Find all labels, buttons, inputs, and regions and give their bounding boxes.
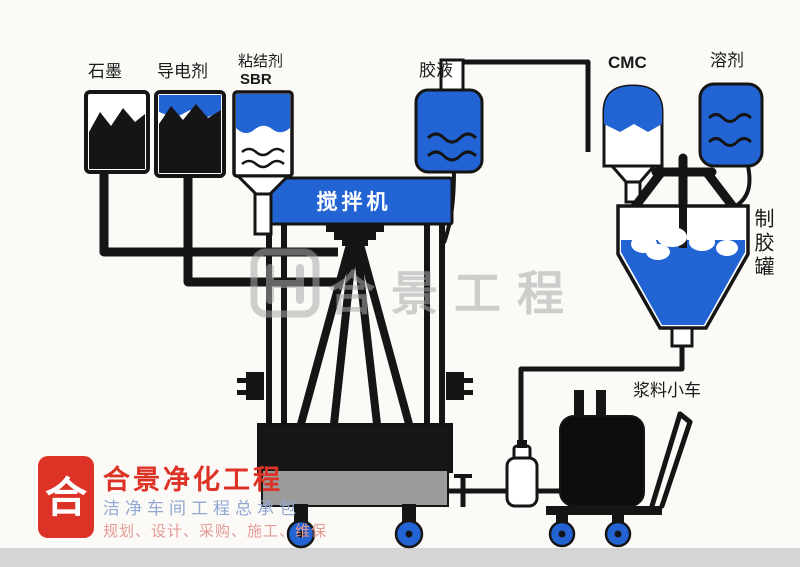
tank-solvent (698, 82, 764, 168)
brand-services: 规划、设计、采购、施工、维保 (103, 523, 327, 540)
brand-logo-glyph: 合 (45, 474, 87, 521)
label-conductive-agent: 导电剂 (157, 62, 208, 81)
labels: 石墨 导电剂 粘结剂 SBR 胶液 CMC 溶剂 搅拌机 制胶罐 浆料小车 (88, 51, 774, 400)
label-glue-liquid: 胶液 (419, 61, 453, 80)
mixer-side-flange-left (237, 372, 264, 400)
brand-company-name: 合景净化工程 (103, 464, 283, 495)
solvent-wave-1 (707, 113, 753, 123)
brand-logo-square (38, 456, 94, 538)
label-slurry-cart: 浆料小车 (633, 381, 701, 400)
pump-body (505, 456, 539, 508)
pipe-gluetank-to-pump (518, 344, 685, 455)
hopper-cmc (602, 84, 664, 204)
label-glue-tank: 制胶罐 (751, 208, 774, 280)
cart-port-right (596, 390, 606, 420)
mixer-side-flange-right (446, 372, 473, 400)
mixer-flange-3 (342, 240, 368, 246)
cart-tank (559, 415, 645, 507)
mixer-base-lower (261, 469, 449, 507)
binder-wave-1 (241, 147, 285, 157)
tank-glue-liquid (414, 58, 484, 174)
hopper-conductive-agent (154, 90, 226, 178)
brand-subtitle: 洁净车间工程总承包 (103, 499, 301, 518)
watermark-text: 合景工程 (328, 267, 580, 320)
slurry-cart (546, 390, 693, 548)
watermark: 合景工程 (250, 248, 580, 320)
solvent-body (698, 82, 764, 168)
label-binder-sbr: SBR (240, 71, 272, 88)
pipe-top-transfer (452, 59, 591, 152)
transfer-pump (505, 440, 539, 508)
cmc-liquid (604, 86, 662, 132)
footer-brand: 合 合景净化工程 洁净车间工程总承包 规划、设计、采购、施工、维保 (38, 456, 327, 540)
mixer-flange-2 (334, 232, 376, 240)
gluetank-outlet-nub (670, 326, 694, 348)
label-graphite: 石墨 (88, 62, 122, 81)
mixer-base-upper (257, 423, 453, 473)
watermark-logo-glyph (266, 264, 304, 304)
mixer-wheel-right-hub (405, 530, 413, 538)
solvent-wave-2 (707, 137, 753, 147)
mixer-wheel-left-hub (297, 530, 305, 538)
mixer-unit (237, 176, 473, 549)
label-solvent: 溶剂 (710, 51, 744, 70)
cart-wheel-right-hub (614, 530, 622, 538)
mixer-column-right-inner (424, 224, 430, 424)
watermark-logo-frame (250, 248, 320, 318)
discharge-valve (454, 474, 472, 507)
hopper-binder-sbr (232, 90, 294, 236)
cart-platform (546, 506, 662, 515)
mixer-flange-1 (326, 224, 384, 232)
label-cmc: CMC (608, 53, 647, 72)
label-binder: 粘结剂 (238, 53, 283, 70)
mixer-wheel-post-left (294, 504, 308, 522)
gluetank-material-chunks (631, 227, 738, 260)
conductive-material (159, 104, 221, 173)
cart-wheel-left-hub (558, 530, 566, 538)
gluetank-frame (629, 153, 739, 215)
mixer-shafts (297, 244, 413, 428)
mixer-wheel-post-right (402, 504, 416, 522)
mixer-column-right-outer (439, 224, 445, 424)
mixer-column-left-inner (281, 224, 287, 424)
hopper-graphite (84, 90, 150, 174)
mixer-column-left-outer (266, 224, 272, 424)
bottom-gray-strip (0, 548, 800, 567)
glue-making-tank (616, 153, 750, 348)
label-mixer: 搅拌机 (317, 190, 392, 214)
binder-drop-tube (253, 192, 273, 236)
binder-wave-2 (241, 159, 285, 169)
binder-liquid (236, 94, 290, 134)
graphite-material (89, 108, 145, 169)
cart-handle (649, 411, 693, 509)
gluetank-liquid (621, 240, 745, 325)
pump-cap (517, 440, 527, 448)
glue-liquid-wave-2 (426, 150, 478, 162)
cart-port-left (574, 390, 584, 420)
glue-liquid-wave-1 (426, 132, 478, 144)
pipe-solvent-to-gluetank (734, 165, 752, 208)
